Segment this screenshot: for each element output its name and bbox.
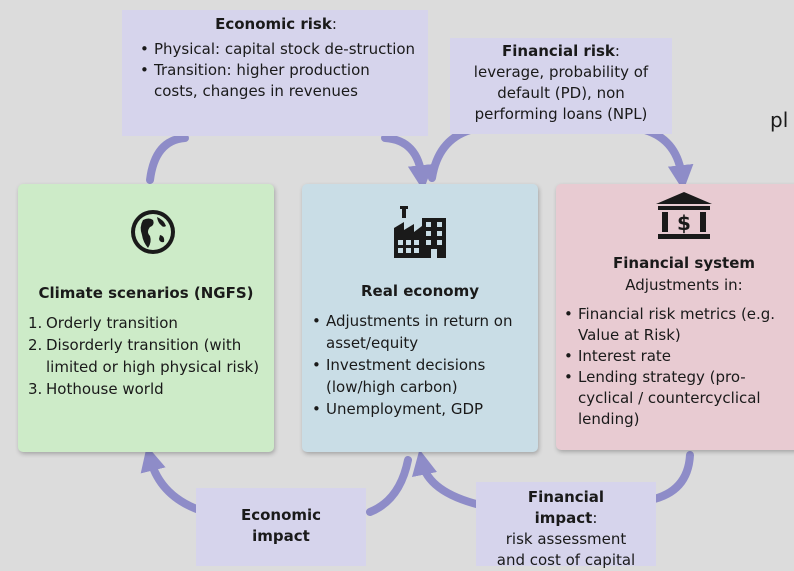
financial-impact-text: risk assessment and cost of capital xyxy=(496,530,636,569)
financial-impact-box: Financial impact: risk assessment and co… xyxy=(476,482,656,569)
list-item: Physical: capital stock de-struction xyxy=(136,39,416,60)
economic-impact-box: Economic impact xyxy=(196,488,366,566)
real-economy-card: Real economy Adjustments in return on as… xyxy=(302,184,538,452)
list-number: 1. xyxy=(28,314,43,332)
economic-risk-list: Physical: capital stock de-struction Tra… xyxy=(136,39,416,102)
financial-risk-heading: Financial risk: xyxy=(458,41,664,62)
arrow-financial-impact-to-real-economy xyxy=(411,449,484,509)
arrow-financial-risk-to-financial-system xyxy=(641,126,694,191)
economic-risk-suffix: : xyxy=(331,15,337,33)
financial-system-list: Financial risk metrics (e.g. Value at Ri… xyxy=(560,304,794,430)
list-item-text: Orderly transition xyxy=(46,314,178,332)
list-number: 2. xyxy=(28,336,43,354)
economic-risk-box: Economic risk: Physical: capital stock d… xyxy=(122,10,428,136)
economic-risk-heading: Economic risk: xyxy=(136,14,416,35)
real-economy-title: Real economy xyxy=(361,282,479,300)
list-item: Unemployment, GDP xyxy=(308,398,532,420)
list-item: 2.Disorderly transition (with limited or… xyxy=(22,334,262,378)
financial-system-card: $ Financial system Adjustments in: Finan… xyxy=(556,184,794,450)
financial-system-title: Financial system xyxy=(613,254,755,272)
svg-text:$: $ xyxy=(677,211,691,235)
financial-risk-suffix: : xyxy=(614,42,620,60)
arrow-financial-system-to-financial-impact xyxy=(646,451,694,504)
list-item: Financial risk metrics (e.g. Value at Ri… xyxy=(560,304,794,346)
list-number: 3. xyxy=(28,380,43,398)
financial-impact-heading: Financial impact: xyxy=(496,487,636,529)
list-item: Lending strategy (pro-cyclical / counter… xyxy=(560,367,794,430)
list-item: 3.Hothouse world xyxy=(22,378,262,400)
list-item: Investment decisions (low/high carbon) xyxy=(308,354,532,398)
financial-impact-title: Financial impact xyxy=(527,488,605,527)
arrow-climate-to-economic-risk xyxy=(146,134,189,184)
list-item: Adjustments in return on asset/equity xyxy=(308,310,532,354)
economic-impact-title: Economic impact xyxy=(240,506,322,545)
globe-icon xyxy=(131,210,175,254)
climate-scenarios-card: Climate scenarios (NGFS) 1.Orderly trans… xyxy=(18,184,274,452)
arrow-economic-risk-to-real-economy xyxy=(381,134,434,191)
list-item: 1.Orderly transition xyxy=(22,312,262,334)
stray-text: pl xyxy=(770,108,789,132)
list-item-text: Hothouse world xyxy=(46,380,164,398)
real-economy-list: Adjustments in return on asset/equity In… xyxy=(308,310,532,420)
arrow-real-economy-to-economic-impact xyxy=(366,456,412,516)
financial-risk-box: Financial risk: leverage, probability of… xyxy=(450,38,672,134)
financial-impact-suffix: : xyxy=(592,509,598,527)
climate-scenarios-title: Climate scenarios (NGFS) xyxy=(38,284,254,302)
economic-risk-title: Economic risk xyxy=(215,15,332,33)
list-item-text: Disorderly transition (with limited or h… xyxy=(46,336,260,376)
financial-system-subtitle: Adjustments in: xyxy=(625,276,743,294)
bank-icon: $ xyxy=(656,192,712,239)
financial-risk-text: leverage, probability of default (PD), n… xyxy=(473,63,649,123)
financial-risk-title: Financial risk xyxy=(502,42,615,60)
factory-icon xyxy=(394,206,446,258)
climate-scenarios-list: 1.Orderly transition 2.Disorderly transi… xyxy=(22,312,262,400)
list-item: Interest rate xyxy=(560,346,794,367)
list-item: Transition: higher production costs, cha… xyxy=(136,60,416,102)
arrow-real-economy-to-financial-risk xyxy=(428,126,474,182)
